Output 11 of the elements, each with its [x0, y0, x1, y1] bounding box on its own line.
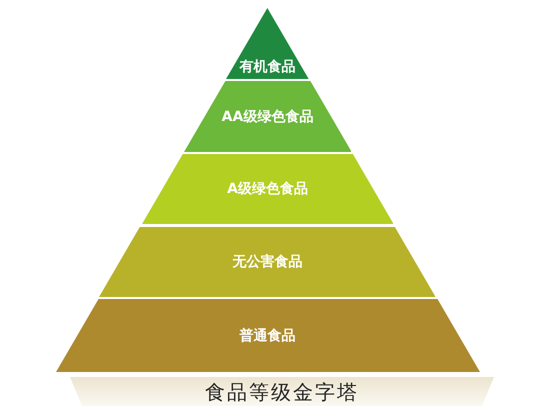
pyramid-title: 食品等级金字塔	[205, 380, 359, 404]
pyramid-level	[184, 81, 352, 152]
level-label: AA级绿色食品	[222, 108, 314, 124]
level-label: 有机食品	[239, 58, 296, 75]
pyramid-level	[56, 299, 480, 372]
pyramid-level	[142, 154, 394, 224]
level-label: A级绿色食品	[227, 181, 308, 197]
pyramid-level	[99, 227, 436, 297]
level-label: 无公害食品	[232, 254, 302, 270]
level-label: 普通食品	[240, 328, 296, 344]
pyramid-level	[226, 8, 309, 79]
